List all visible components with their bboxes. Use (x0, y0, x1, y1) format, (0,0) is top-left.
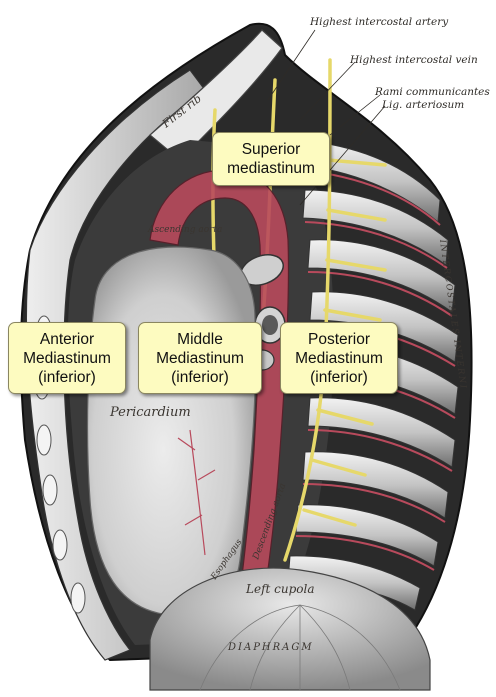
label-highest-intercostal-vein: Highest intercostal vein (349, 54, 478, 66)
region-box-posterior-mediastinum: Posterior Mediastinum (inferior) (280, 322, 398, 394)
region-box-superior-mediastinum: Superior mediastinum (212, 132, 330, 186)
label-pericardium: Pericardium (109, 405, 191, 420)
label-highest-intercostal-artery: Highest intercostal artery (309, 16, 449, 28)
label-left-cupola: Left cupola (245, 582, 315, 596)
region-box-anterior-mediastinum: Anterior Mediastinum (inferior) (8, 322, 126, 394)
label-ascending-aorta: Ascending aorta (147, 225, 222, 235)
label-diaphragm: DIAPHRAGM (227, 642, 314, 653)
region-box-middle-mediastinum: Middle Mediastinum (inferior) (138, 322, 262, 394)
label-rami-communicantes: Rami communicantes (374, 86, 490, 98)
label-lig-arteriosum: Lig. arteriosum (381, 99, 464, 111)
